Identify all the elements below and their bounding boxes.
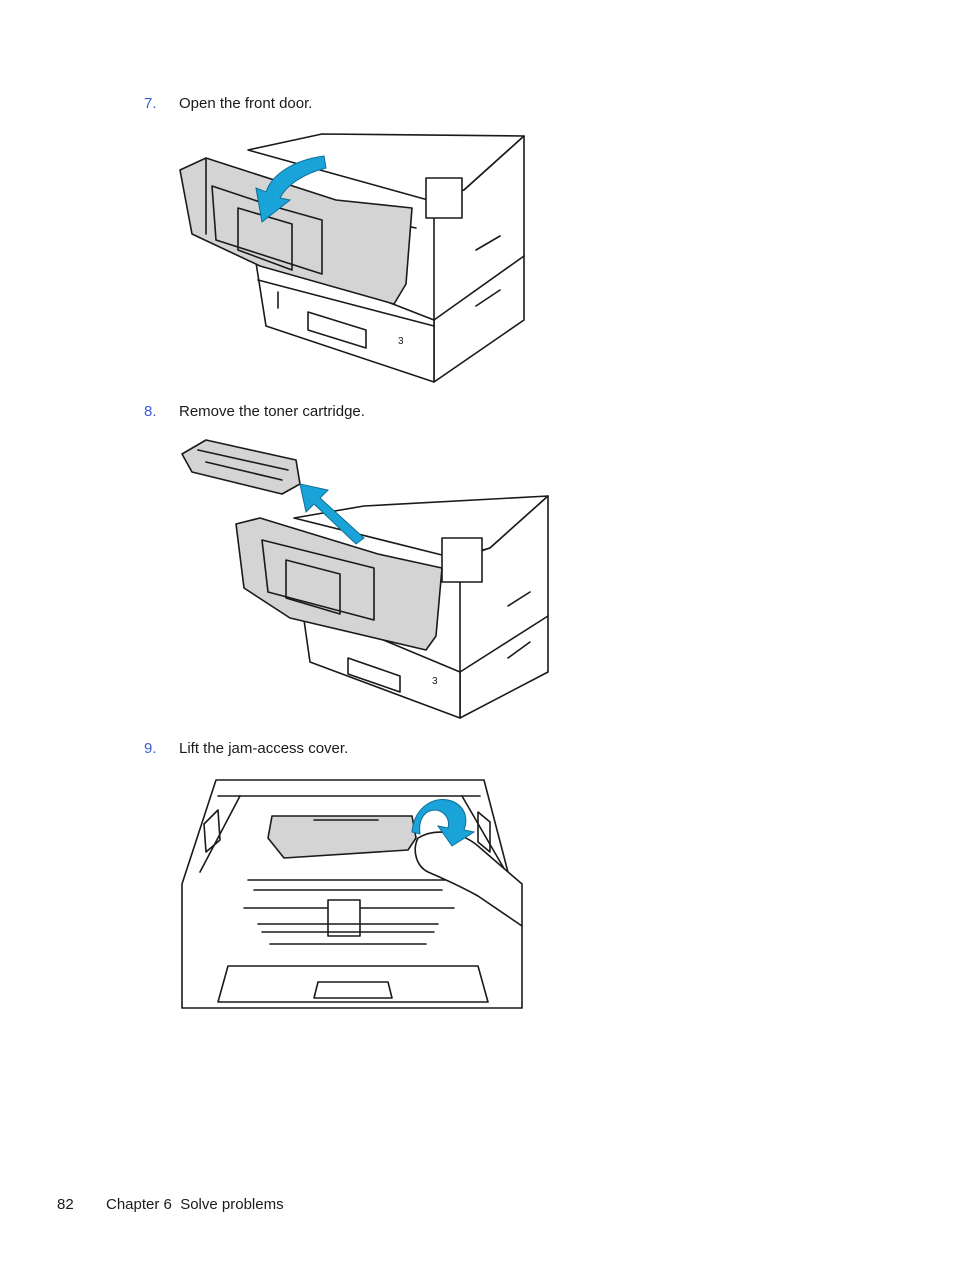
step-text: Remove the toner cartridge. xyxy=(179,403,365,420)
printer-jam-access-illustration xyxy=(181,779,523,1009)
tray-label: 3 xyxy=(398,336,404,347)
step-text: Open the front door. xyxy=(179,95,313,112)
printer-front xyxy=(301,605,461,719)
remove-cartridge-arrow-icon xyxy=(299,483,365,545)
paper-guide xyxy=(327,899,361,937)
page-number: 82 xyxy=(57,1196,74,1213)
lift-cover-arrow-icon xyxy=(411,799,476,847)
step-8: 8. Remove the toner cartridge. xyxy=(0,403,954,427)
tray-label: 3 xyxy=(432,676,438,687)
step-text: Lift the jam-access cover. xyxy=(179,740,349,757)
front-door[interactable] xyxy=(235,517,443,651)
step-number: 9. xyxy=(144,740,157,757)
step-number: 8. xyxy=(144,403,157,420)
step-7: 7. Open the front door. xyxy=(0,95,954,119)
chapter-title: Chapter 6 Solve problems xyxy=(106,1196,284,1213)
open-door-arrow-icon xyxy=(255,155,327,223)
printer-frame xyxy=(181,779,523,1009)
step-number: 7. xyxy=(144,95,157,112)
printer-open-door-illustration: 3 xyxy=(179,133,525,383)
step-9: 9. Lift the jam-access cover. xyxy=(0,740,954,764)
printer-remove-cartridge-illustration: 3 xyxy=(181,439,549,719)
page-footer: 82 Chapter 6 Solve problems xyxy=(0,1196,954,1218)
cartridge-bay-edge xyxy=(425,177,463,219)
cartridge-bay-edge xyxy=(441,537,483,583)
jam-access-cover[interactable] xyxy=(267,815,417,859)
toner-cartridge[interactable] xyxy=(181,439,301,495)
